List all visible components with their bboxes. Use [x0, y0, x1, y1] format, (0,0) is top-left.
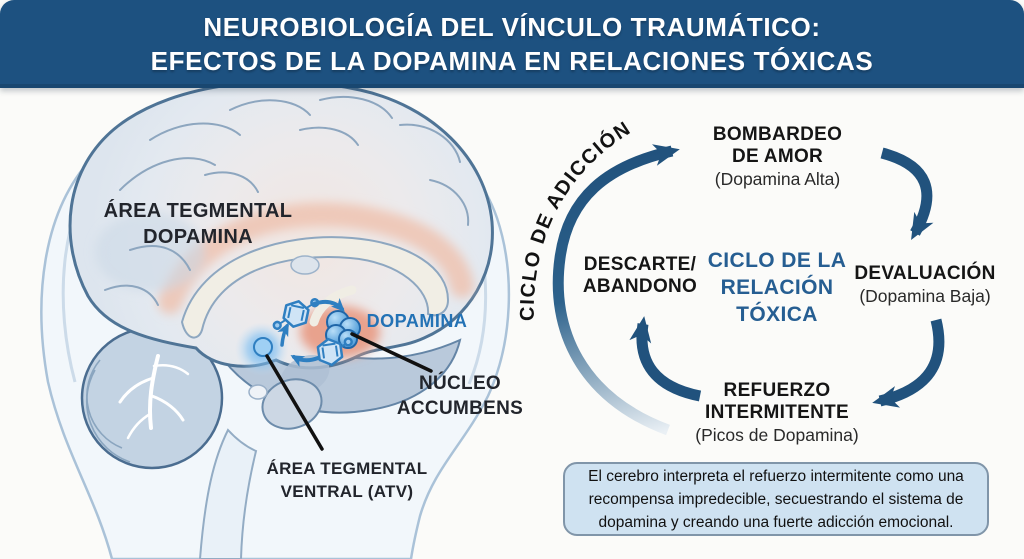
- title-banner: NEUROBIOLOGÍA DEL VÍNCULO TRAUMÁTICO: EF…: [0, 0, 1024, 88]
- node-refuerzo-intermitente: REFUERZO INTERMITENTE (Picos de Dopamina…: [695, 380, 859, 445]
- node-bombardeo-de-amor: BOMBARDEO DE AMOR (Dopamina Alta): [712, 124, 843, 189]
- corpus-callosum: [180, 236, 450, 339]
- dopamine-molecule-icon: [272, 298, 320, 330]
- arrow-refuerzo-to-bombardeo: [552, 144, 680, 436]
- pathway-arrow-right-icon: [312, 298, 345, 312]
- vta-nucleus: [253, 337, 273, 357]
- node-descarte-abandono: DESCARTE/ ABANDONO: [582, 254, 698, 297]
- label-nucleo-accumbens: NÚCLEO ACCUMBENS: [396, 373, 524, 419]
- cycle-center-label: CICLO DE LA RELACIÓN TÓXICA: [707, 249, 847, 326]
- pathway-arrow-up-icon: [277, 322, 289, 347]
- pathway-arrow-left-icon: [290, 355, 320, 367]
- label-area-tegmental-ventral: ÁREA TEGMENTAL VENTRAL (ATV): [266, 459, 428, 501]
- pointer-line-atv: [265, 354, 324, 451]
- spinal-cord: [198, 428, 258, 559]
- cerebellum: [80, 326, 224, 470]
- sulci-lines: [104, 95, 470, 306]
- arrow-refuerzo-to-descarte: [629, 316, 702, 402]
- node-devaluacion: DEVALUACIÓN (Dopamina Baja): [854, 263, 996, 306]
- arrow-devaluacion-to-refuerzo: [872, 318, 945, 408]
- pointer-line-accumbens: [350, 332, 433, 373]
- brain-illustration: [40, 80, 511, 559]
- arrow-bombardeo-to-devaluacion: [880, 147, 934, 240]
- dopamine-pathway-arrows: [277, 298, 345, 367]
- dopamine-molecule-icon: [316, 337, 353, 367]
- title-line-2: EFECTOS DE LA DOPAMINA EN RELACIONES TÓX…: [150, 46, 874, 76]
- label-dopamina: DOPAMINA: [366, 311, 468, 331]
- title-line-1: NEUROBIOLOGÍA DEL VÍNCULO TRAUMÁTICO:: [203, 12, 821, 42]
- note-box: El cerebro interpreta el refuerzo interm…: [563, 462, 989, 536]
- label-area-tegmental-dopamina: ÁREA TEGMENTAL DOPAMINA: [103, 200, 293, 248]
- note-text: El cerebro interpreta el refuerzo interm…: [588, 467, 964, 531]
